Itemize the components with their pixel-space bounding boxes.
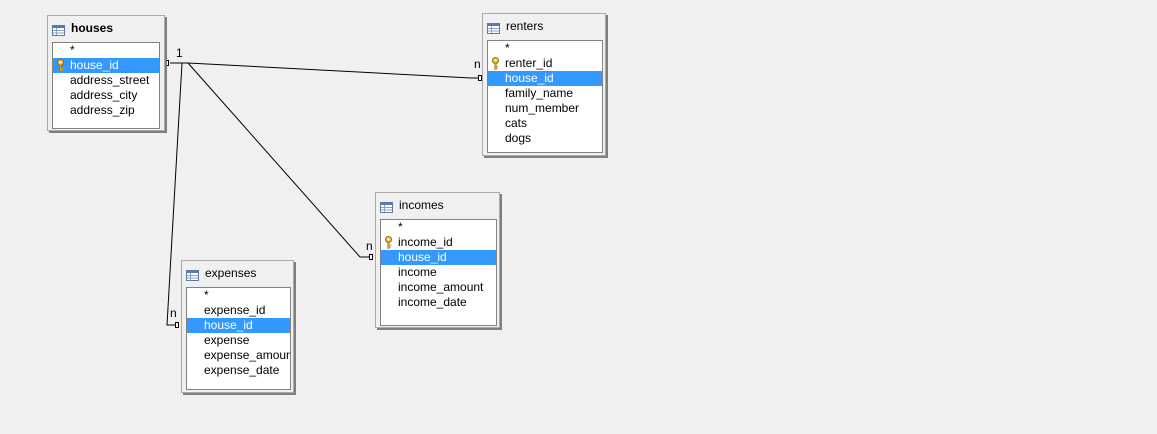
column-label: family_name — [505, 86, 574, 100]
column-label: cats — [505, 116, 528, 130]
column-label: income_date — [398, 295, 467, 309]
column-label: * — [398, 220, 403, 234]
table-houses-title[interactable]: houses — [52, 19, 160, 37]
column-row[interactable]: income_amount — [381, 280, 496, 295]
primary-key-icon — [384, 236, 393, 249]
column-label: house_id — [398, 250, 447, 264]
column-row[interactable]: house_id — [488, 71, 602, 86]
column-row[interactable]: cats — [488, 116, 602, 131]
connector-end-incomes — [369, 254, 373, 260]
column-row[interactable]: expense_date — [187, 363, 290, 378]
column-label: house_id — [505, 71, 554, 85]
primary-key-icon — [491, 57, 500, 70]
column-row[interactable]: num_member — [488, 101, 602, 116]
column-label: * — [505, 41, 510, 55]
column-label: num_member — [505, 101, 580, 115]
table-incomes-title[interactable]: incomes — [380, 196, 495, 214]
table-icon — [487, 21, 500, 34]
column-label: house_id — [70, 58, 119, 72]
column-label: expense_amount — [204, 348, 291, 362]
connector-end-renters — [478, 75, 482, 81]
column-label: income_amount — [398, 280, 484, 294]
connector-end-houses — [165, 60, 169, 66]
table-icon — [186, 268, 199, 281]
column-label: expense_date — [204, 363, 280, 377]
column-label: address_city — [70, 88, 138, 102]
table-expenses-title[interactable]: expenses — [186, 264, 289, 282]
table-title-text: incomes — [399, 198, 444, 212]
column-row[interactable]: expense_id — [187, 303, 290, 318]
column-label: dogs — [505, 131, 532, 145]
column-label: income — [398, 265, 437, 279]
cardinality-many-incomes: n — [366, 239, 373, 253]
column-row[interactable]: address_city — [53, 88, 159, 103]
column-label: expense_id — [204, 303, 266, 317]
column-row[interactable]: income_id — [381, 235, 496, 250]
cardinality-many-expenses: n — [170, 306, 177, 320]
column-row[interactable]: expense — [187, 333, 290, 348]
column-row[interactable]: address_zip — [53, 103, 159, 118]
column-label: address_zip — [70, 103, 135, 117]
connector-end-expenses — [175, 322, 179, 328]
column-row[interactable]: family_name — [488, 86, 602, 101]
table-icon — [380, 200, 393, 213]
column-all-row[interactable]: * — [187, 288, 290, 303]
primary-key-icon — [56, 59, 65, 72]
table-title-text: expenses — [205, 266, 257, 280]
column-all-row[interactable]: * — [53, 43, 159, 58]
column-row[interactable]: renter_id — [488, 56, 602, 71]
relationship-line-houses-renters[interactable] — [170, 62, 480, 79]
column-row[interactable]: income — [381, 265, 496, 280]
table-title-text: renters — [506, 19, 544, 33]
table-title-text: houses — [71, 21, 114, 35]
cardinality-one-label: 1 — [176, 46, 183, 60]
column-label: house_id — [204, 318, 253, 332]
column-all-row[interactable]: * — [488, 41, 602, 56]
column-label: expense — [204, 333, 250, 347]
column-row[interactable]: income_date — [381, 295, 496, 310]
table-renters-title[interactable]: renters — [487, 17, 601, 35]
column-row[interactable]: house_id — [381, 250, 496, 265]
column-label: * — [204, 288, 209, 302]
relationship-line-houses-incomes[interactable] — [187, 62, 370, 258]
column-row[interactable]: house_id — [187, 318, 290, 333]
column-row[interactable]: house_id — [53, 58, 159, 73]
relationship-line-houses-expenses[interactable] — [166, 62, 183, 326]
column-label: * — [70, 43, 75, 57]
column-label: income_id — [398, 235, 453, 249]
column-row[interactable]: address_street — [53, 73, 159, 88]
column-label: address_street — [70, 73, 150, 87]
table-icon — [52, 23, 65, 36]
column-row[interactable]: expense_amount — [187, 348, 290, 363]
column-all-row[interactable]: * — [381, 220, 496, 235]
column-row[interactable]: dogs — [488, 131, 602, 146]
column-label: renter_id — [505, 56, 553, 70]
cardinality-many-renters: n — [474, 57, 481, 71]
